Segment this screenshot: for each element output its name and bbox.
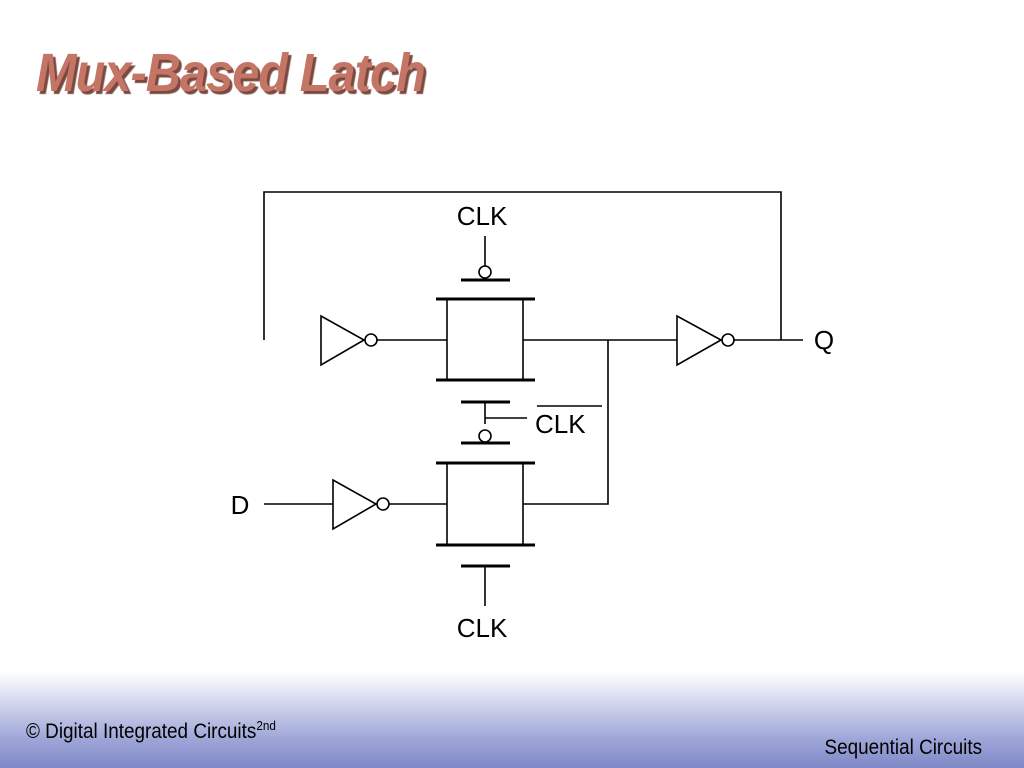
label-output-q: Q: [814, 325, 834, 355]
label-clk-bottom: CLK: [457, 613, 508, 643]
input-inverter: [332, 478, 390, 531]
slide-title: Mux-Based Latch: [36, 43, 426, 103]
wire-tg2-to-node: [523, 340, 609, 505]
footer-copyright-text: © Digital Integrated Circuits: [26, 720, 257, 743]
transmission-gate-clkbar-control: [461, 405, 602, 445]
footer-band: [0, 672, 1024, 768]
transmission-gate-top: [436, 236, 535, 424]
footer-edition: 2nd: [256, 718, 276, 733]
label-input-d: D: [231, 490, 250, 520]
footer-copyright: © Digital Integrated Circuits2nd: [26, 718, 276, 744]
mux-latch-schematic: CLK CLK CLK D Q: [231, 191, 834, 643]
feedback-inverter: [320, 314, 378, 367]
label-clk-top: CLK: [457, 201, 508, 231]
footer-section-title: Sequential Circuits: [824, 736, 982, 759]
feedback-wire: [263, 191, 782, 340]
transmission-gate-bottom: [436, 461, 535, 606]
label-clk-bar: CLK: [535, 409, 586, 439]
output-inverter: [676, 314, 735, 367]
